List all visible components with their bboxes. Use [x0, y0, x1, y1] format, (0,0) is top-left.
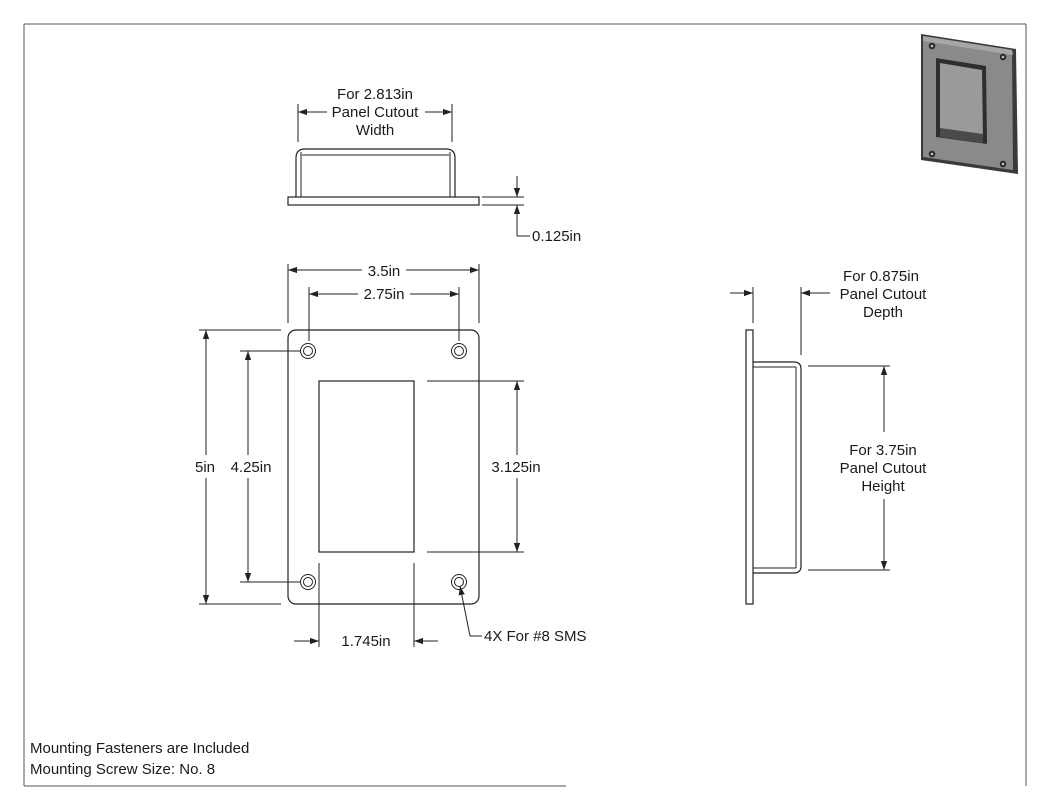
cutout-depth-label-3: Depth: [863, 304, 903, 321]
side-view: For 0.875in Panel Cutout Depth For 3.75i…: [730, 268, 928, 605]
window-height-label: 3.125in: [491, 459, 540, 476]
hole-spacing-y-label: 4.25in: [231, 459, 272, 476]
cutout-depth-label-2: Panel Cutout: [840, 286, 928, 303]
cutout-height-label-2: Panel Cutout: [840, 460, 928, 477]
cutout-width-label-3: Width: [356, 122, 394, 139]
mounting-hole: [300, 343, 316, 359]
overall-height-label: 5in: [195, 459, 215, 476]
front-view: 3.5in 2.75in 5in 4.25in 3.125in 1.745in: [195, 263, 587, 650]
cutout-height-label-3: Height: [861, 478, 905, 495]
mounting-hole: [451, 574, 467, 590]
fastener-label: 4X For #8 SMS: [484, 628, 587, 645]
sheet-border: [23, 23, 1027, 787]
mounting-hole: [451, 343, 467, 359]
thickness-label: 0.125in: [532, 228, 581, 245]
cutout-depth-label-1: For 0.875in: [843, 268, 919, 285]
hole-spacing-x-label: 2.75in: [364, 286, 405, 303]
overall-width-label: 3.5in: [368, 263, 401, 280]
cutout-width-label-2: Panel Cutout: [332, 104, 420, 121]
cutout-height-label-1: For 3.75in: [849, 442, 917, 459]
notes: Mounting Fasteners are Included Mounting…: [30, 738, 249, 780]
cutout-width-label-1: For 2.813in: [337, 86, 413, 103]
top-view: For 2.813in Panel Cutout Width 0.125in: [287, 86, 581, 245]
isometric-preview: [921, 34, 1018, 174]
note-screw-size: Mounting Screw Size: No. 8: [30, 761, 216, 778]
window-width-label: 1.745in: [341, 633, 390, 650]
mounting-hole: [300, 574, 316, 590]
note-fasteners: Mounting Fasteners are Included: [30, 740, 250, 757]
